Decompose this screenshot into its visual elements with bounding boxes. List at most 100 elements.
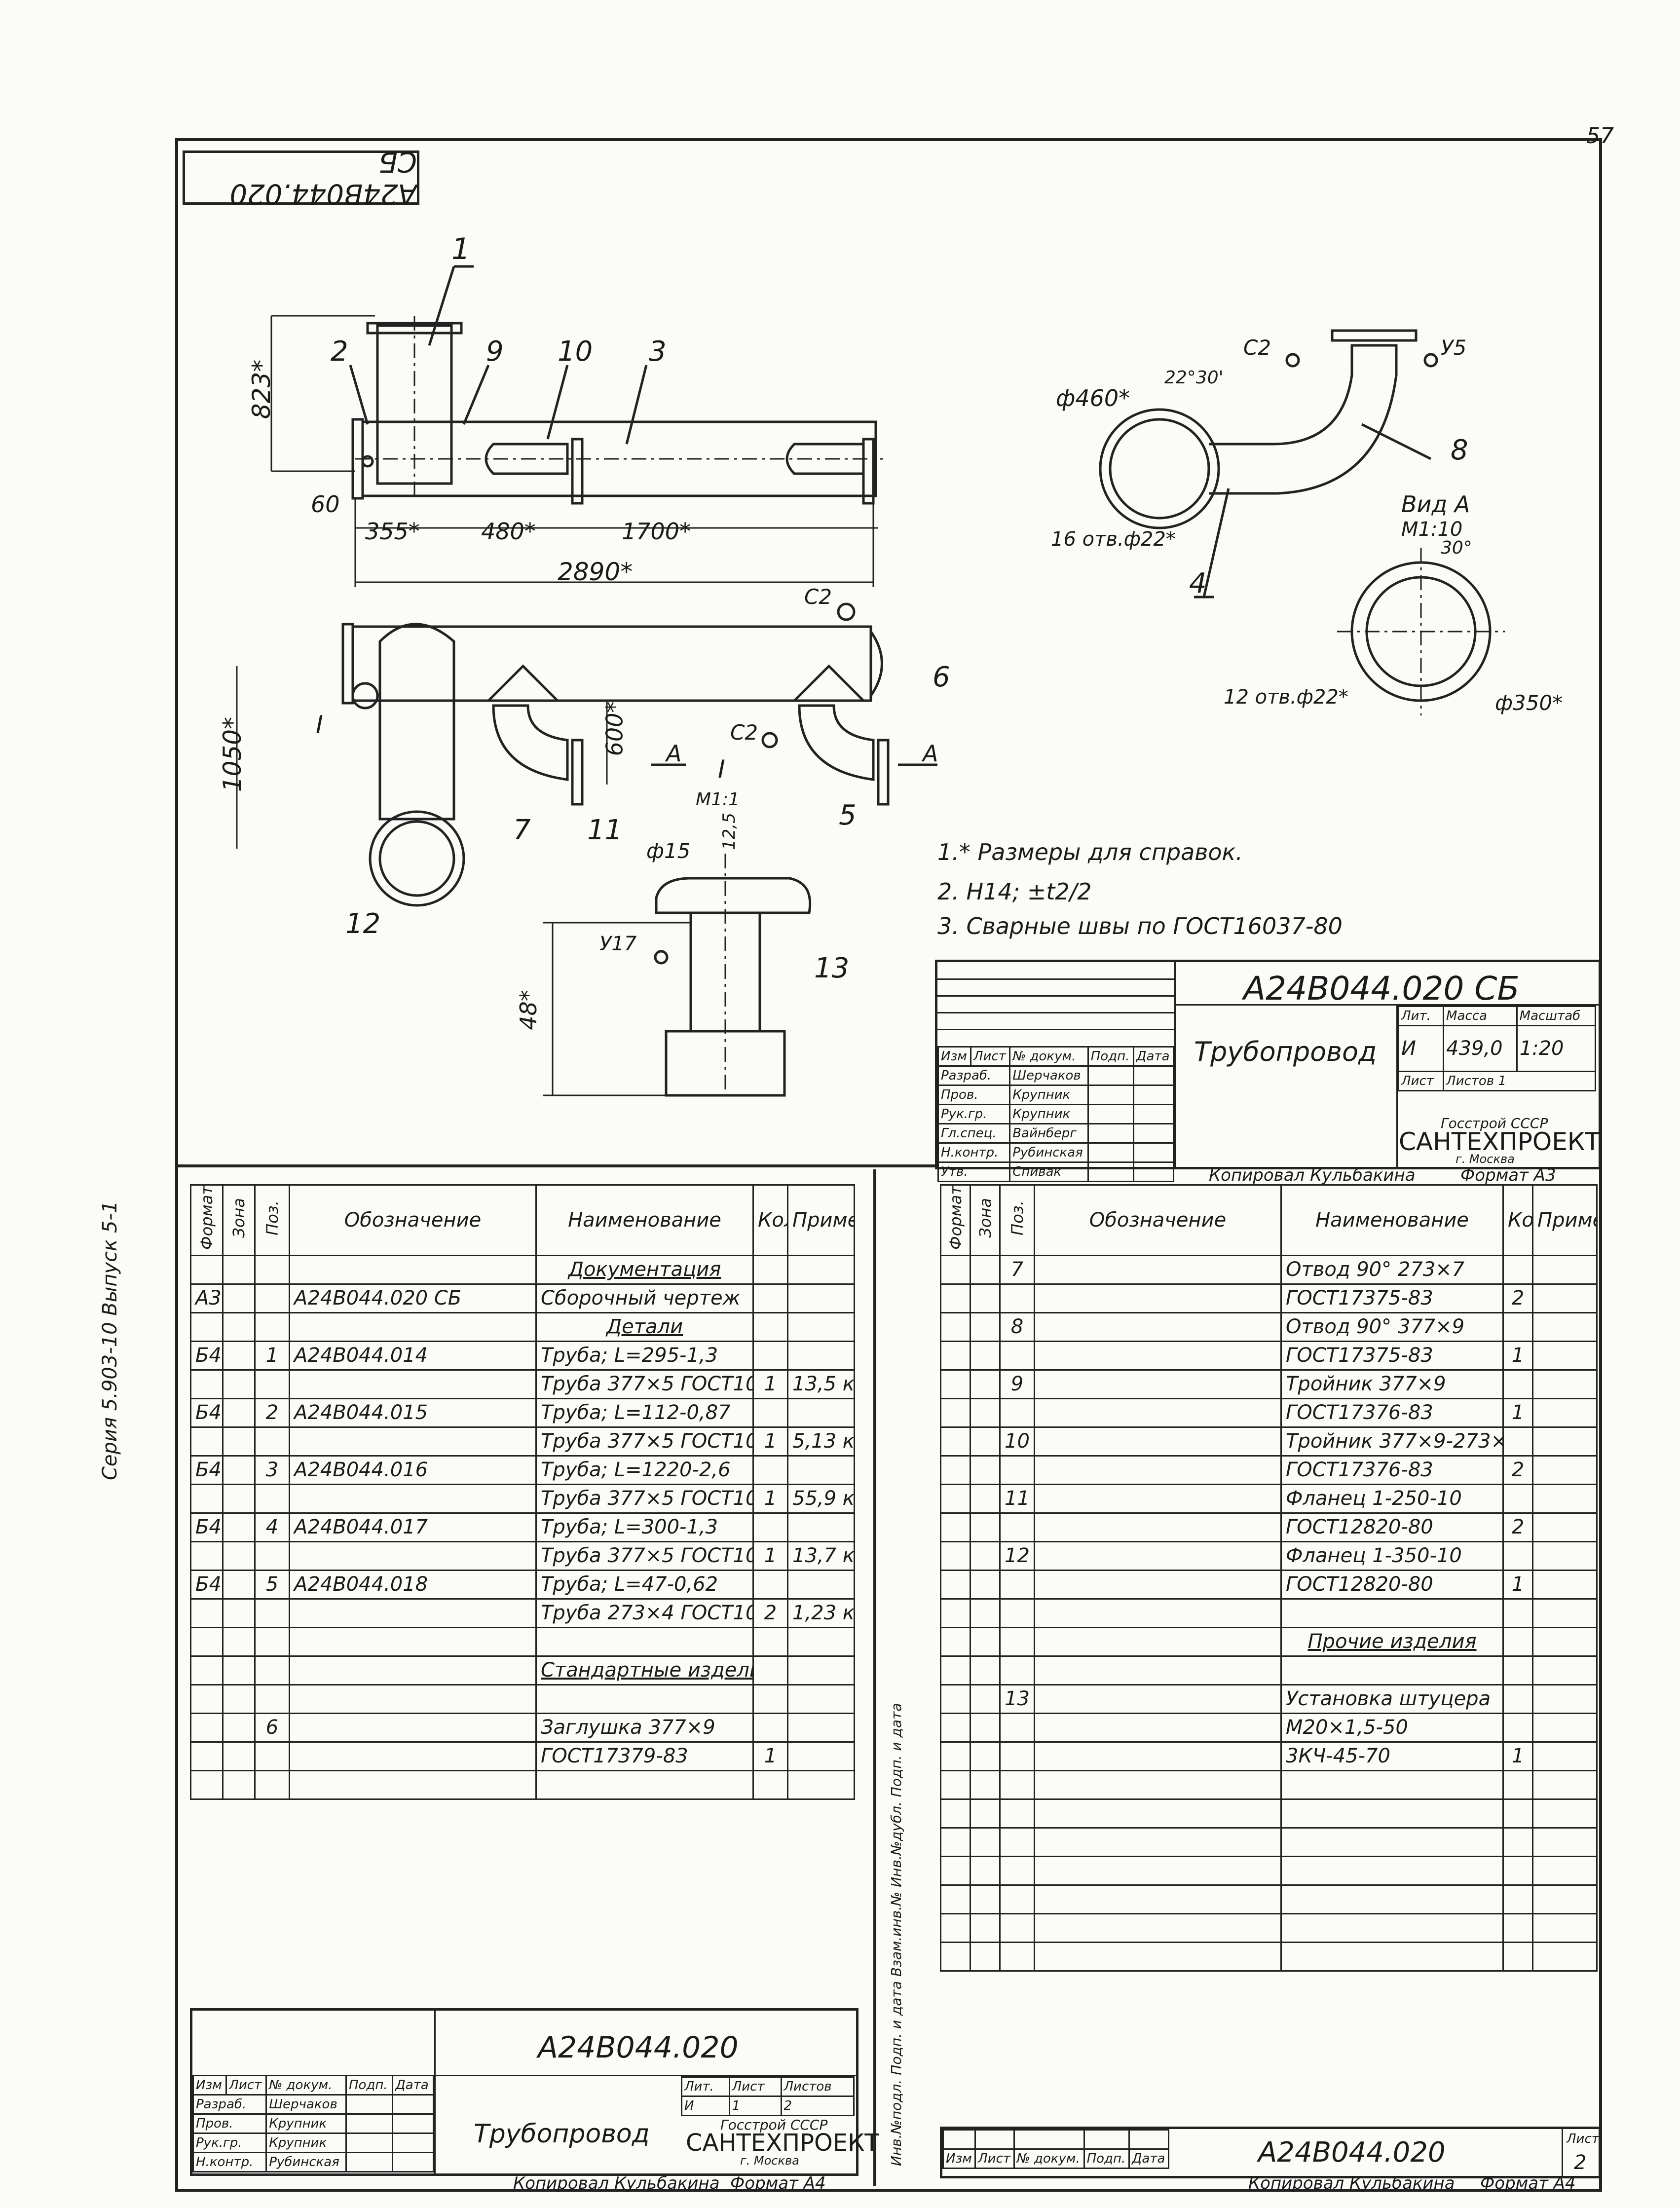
spec-cell <box>254 1769 290 1800</box>
spec-cell <box>1280 1855 1504 1886</box>
spec-cell <box>254 1626 290 1657</box>
weld-c2-c: С2 <box>730 720 758 745</box>
spec-cell: ГОСТ17375-83 <box>1280 1340 1504 1371</box>
spec-cell: А24В044.015 <box>289 1397 537 1428</box>
spec-cell <box>940 1684 971 1714</box>
spec-cell <box>787 1311 855 1342</box>
leader-12: 12 <box>345 908 381 940</box>
spec-cell: А24В044.020 СБ <box>289 1283 537 1313</box>
spec-cell <box>1532 1798 1598 1829</box>
spec-cell <box>190 1483 224 1514</box>
spec-cell: Б4 <box>190 1512 224 1542</box>
spec-cell: Сборочный чертеж <box>535 1283 754 1313</box>
spec-cell <box>222 1340 256 1371</box>
spec-cell <box>752 1569 788 1600</box>
copied-by-top: Копировал Кульбакина <box>1209 1165 1416 1185</box>
spec-row: Стандартные изделия <box>190 1655 855 1685</box>
hdr-izm: Изм <box>192 2075 227 2096</box>
spec-cell <box>222 1626 256 1657</box>
spec-cell <box>1532 1827 1598 1857</box>
spec-cell: 1 <box>1502 1340 1533 1371</box>
spec-cell <box>222 1254 256 1285</box>
spec-cell <box>787 1340 855 1371</box>
spec-cell <box>940 1884 971 1914</box>
spec-cell: Труба 377×5 ГОСТ10704-76 / Д ГОСТ10705-8… <box>535 1426 754 1457</box>
spec-cell <box>289 1311 537 1342</box>
format-top: Формат А3 <box>1460 1165 1556 1185</box>
leader-3: 3 <box>649 336 667 368</box>
spec-cell <box>999 1941 1035 1972</box>
spec-cell <box>1502 1598 1533 1628</box>
spec-cell <box>1532 1540 1598 1571</box>
spec-cell <box>1502 1369 1533 1399</box>
spec-cell <box>787 1712 855 1743</box>
spec-cell: 1 <box>752 1426 788 1457</box>
spec-cell: А24В044.016 <box>289 1455 537 1485</box>
signatures-table-left: Изм Лист № докум. Подп. Дата Разраб.Шерч… <box>192 2075 434 2172</box>
scale-label: Масштаб <box>1516 1006 1597 1026</box>
hdr-sign: Подп. <box>1083 2148 1130 2169</box>
spec-cell <box>222 1512 256 1542</box>
spec-cell <box>535 1769 754 1800</box>
spec-cell <box>999 1798 1035 1829</box>
spec-cell <box>289 1426 537 1457</box>
org-city: г. Москва <box>1456 1152 1515 1166</box>
spec-cell <box>1280 1769 1504 1800</box>
spec-cell <box>1532 1912 1598 1943</box>
spec-cell <box>940 1283 971 1313</box>
spec-row <box>940 1912 1598 1943</box>
spec-cell <box>222 1369 256 1399</box>
person: Спивак <box>1009 1161 1089 1182</box>
org-gosstroy: Госстрой СССР <box>1441 1115 1548 1131</box>
spec-cell <box>970 1626 1001 1657</box>
spec-cell: Труба; L=112-0,87 <box>535 1397 754 1428</box>
spec-cell <box>535 1626 754 1657</box>
spec-cell: М20×1,5-50 <box>1280 1712 1504 1743</box>
spec-cell: Б4 <box>190 1340 224 1371</box>
leader-9: 9 <box>486 336 504 368</box>
spec-cell: 13 <box>999 1684 1035 1714</box>
spec-cell <box>1532 1855 1598 1886</box>
spec-cell: ГОСТ17376-83 <box>1280 1455 1504 1485</box>
sheet-label: Лист <box>728 2076 782 2097</box>
hdr-izm: Изм <box>942 2148 976 2169</box>
leader-4: 4 <box>1189 567 1207 599</box>
dim-480: 480* <box>481 518 536 545</box>
spec-cell <box>254 1598 290 1628</box>
spec-cell <box>970 1884 1001 1914</box>
spec-cell <box>940 1741 971 1771</box>
view-a-scale: М1:10 <box>1401 518 1463 541</box>
detail-i-label: I <box>718 755 725 784</box>
spec-cell <box>787 1455 855 1485</box>
spec-cell <box>222 1397 256 1428</box>
spec-cell <box>752 1455 788 1485</box>
spec-row <box>940 1941 1598 1972</box>
spec-cell <box>752 1340 788 1371</box>
title-code-right: А24В044.020 <box>1258 2136 1446 2169</box>
spec-cell <box>1034 1741 1282 1771</box>
spec-cell <box>940 1769 971 1800</box>
leader-11: 11 <box>587 814 623 846</box>
role: Разраб. <box>937 1065 1011 1086</box>
spec-cell <box>970 1655 1001 1685</box>
spec-cell <box>787 1626 855 1657</box>
spec-cell <box>999 1712 1035 1743</box>
spec-header-cell: Поз. <box>254 1184 290 1256</box>
dim-600: 600* <box>601 701 628 756</box>
mass-label: Масса <box>1443 1006 1518 1026</box>
spec-header-cell: Кол. <box>1502 1184 1533 1256</box>
sheet-value-right: 2 <box>1574 2151 1587 2174</box>
spec-cell <box>222 1655 256 1685</box>
spec-cell <box>1034 1254 1282 1285</box>
spec-cell: 3 <box>254 1455 290 1485</box>
spec-cell: А24В044.018 <box>289 1569 537 1600</box>
spec-cell <box>222 1769 256 1800</box>
spec-cell <box>999 1340 1035 1371</box>
spec-cell <box>1280 1827 1504 1857</box>
detail-i-callout: I <box>316 711 323 739</box>
spec-cell: Тройник 377×9 <box>1280 1369 1504 1399</box>
